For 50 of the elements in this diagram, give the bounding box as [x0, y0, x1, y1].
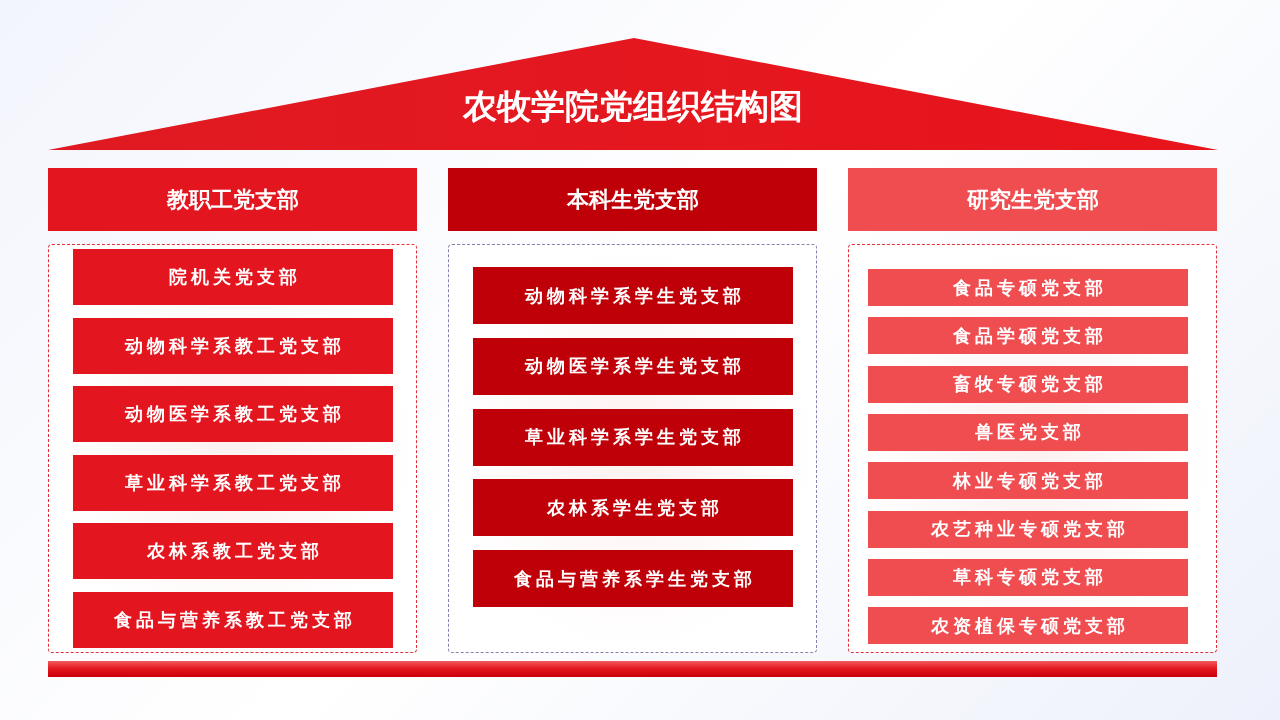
branch-label: 农资植保专硕党支部 [931, 613, 1129, 638]
branch-label: 农林系教工党支部 [147, 539, 323, 564]
group-panel [448, 244, 817, 653]
branch-box [868, 462, 1188, 500]
branch-box [868, 317, 1188, 355]
branch-box [73, 317, 393, 374]
group-panel [848, 244, 1217, 653]
branch-label: 院机关党支部 [169, 265, 301, 289]
branch-header [448, 168, 817, 231]
branch-box [868, 365, 1188, 403]
branch-box [73, 249, 393, 305]
branch-box [73, 386, 393, 443]
branch-label: 食品专硕党支部 [953, 275, 1107, 300]
branch-box [868, 558, 1188, 596]
branch-label: 草业科学系教工党支部 [125, 470, 345, 495]
branch-box [473, 267, 793, 324]
branch-box [73, 523, 393, 580]
base-bar [48, 661, 1217, 677]
branch-box [473, 337, 793, 395]
branch-label: 动物科学系教工党支部 [125, 333, 345, 358]
branch-header [48, 168, 417, 231]
header-text: 本科生党支部 [566, 185, 699, 214]
branch-label: 动物医学系学生党支部 [525, 354, 745, 379]
branch-header [848, 168, 1217, 231]
roof-banner [48, 36, 1218, 152]
branch-label: 食品学硕党支部 [953, 323, 1107, 348]
branch-box [868, 413, 1188, 451]
branch-label: 动物医学系教工党支部 [125, 402, 345, 427]
branch-label: 食品与营养系学生党支部 [514, 566, 756, 591]
branch-box [868, 510, 1188, 548]
branch-box [473, 550, 793, 608]
branch-box [473, 479, 793, 537]
banner-text: 农牧学院党组织结构图 [463, 85, 803, 128]
header-text: 研究生党支部 [966, 185, 1099, 214]
branch-label: 农林系学生党支部 [547, 495, 723, 520]
branch-box [473, 408, 793, 466]
header-text: 教职工党支部 [166, 185, 299, 214]
branch-box [73, 592, 393, 648]
branch-label: 动物科学系学生党支部 [525, 283, 745, 308]
branch-label: 草业科学系学生党支部 [525, 425, 745, 450]
branch-label: 食品与营养系教工党支部 [114, 608, 356, 632]
branch-label: 农艺种业专硕党支部 [931, 517, 1129, 541]
branch-box [868, 607, 1188, 645]
branch-box [868, 269, 1188, 306]
branch-label: 畜牧专硕党支部 [953, 372, 1107, 397]
branch-label: 兽医党支部 [975, 420, 1085, 445]
branch-label: 林业专硕党支部 [953, 468, 1107, 493]
group-panel [48, 244, 417, 653]
branch-label: 草科专硕党支部 [953, 565, 1107, 590]
branch-box [73, 454, 393, 511]
